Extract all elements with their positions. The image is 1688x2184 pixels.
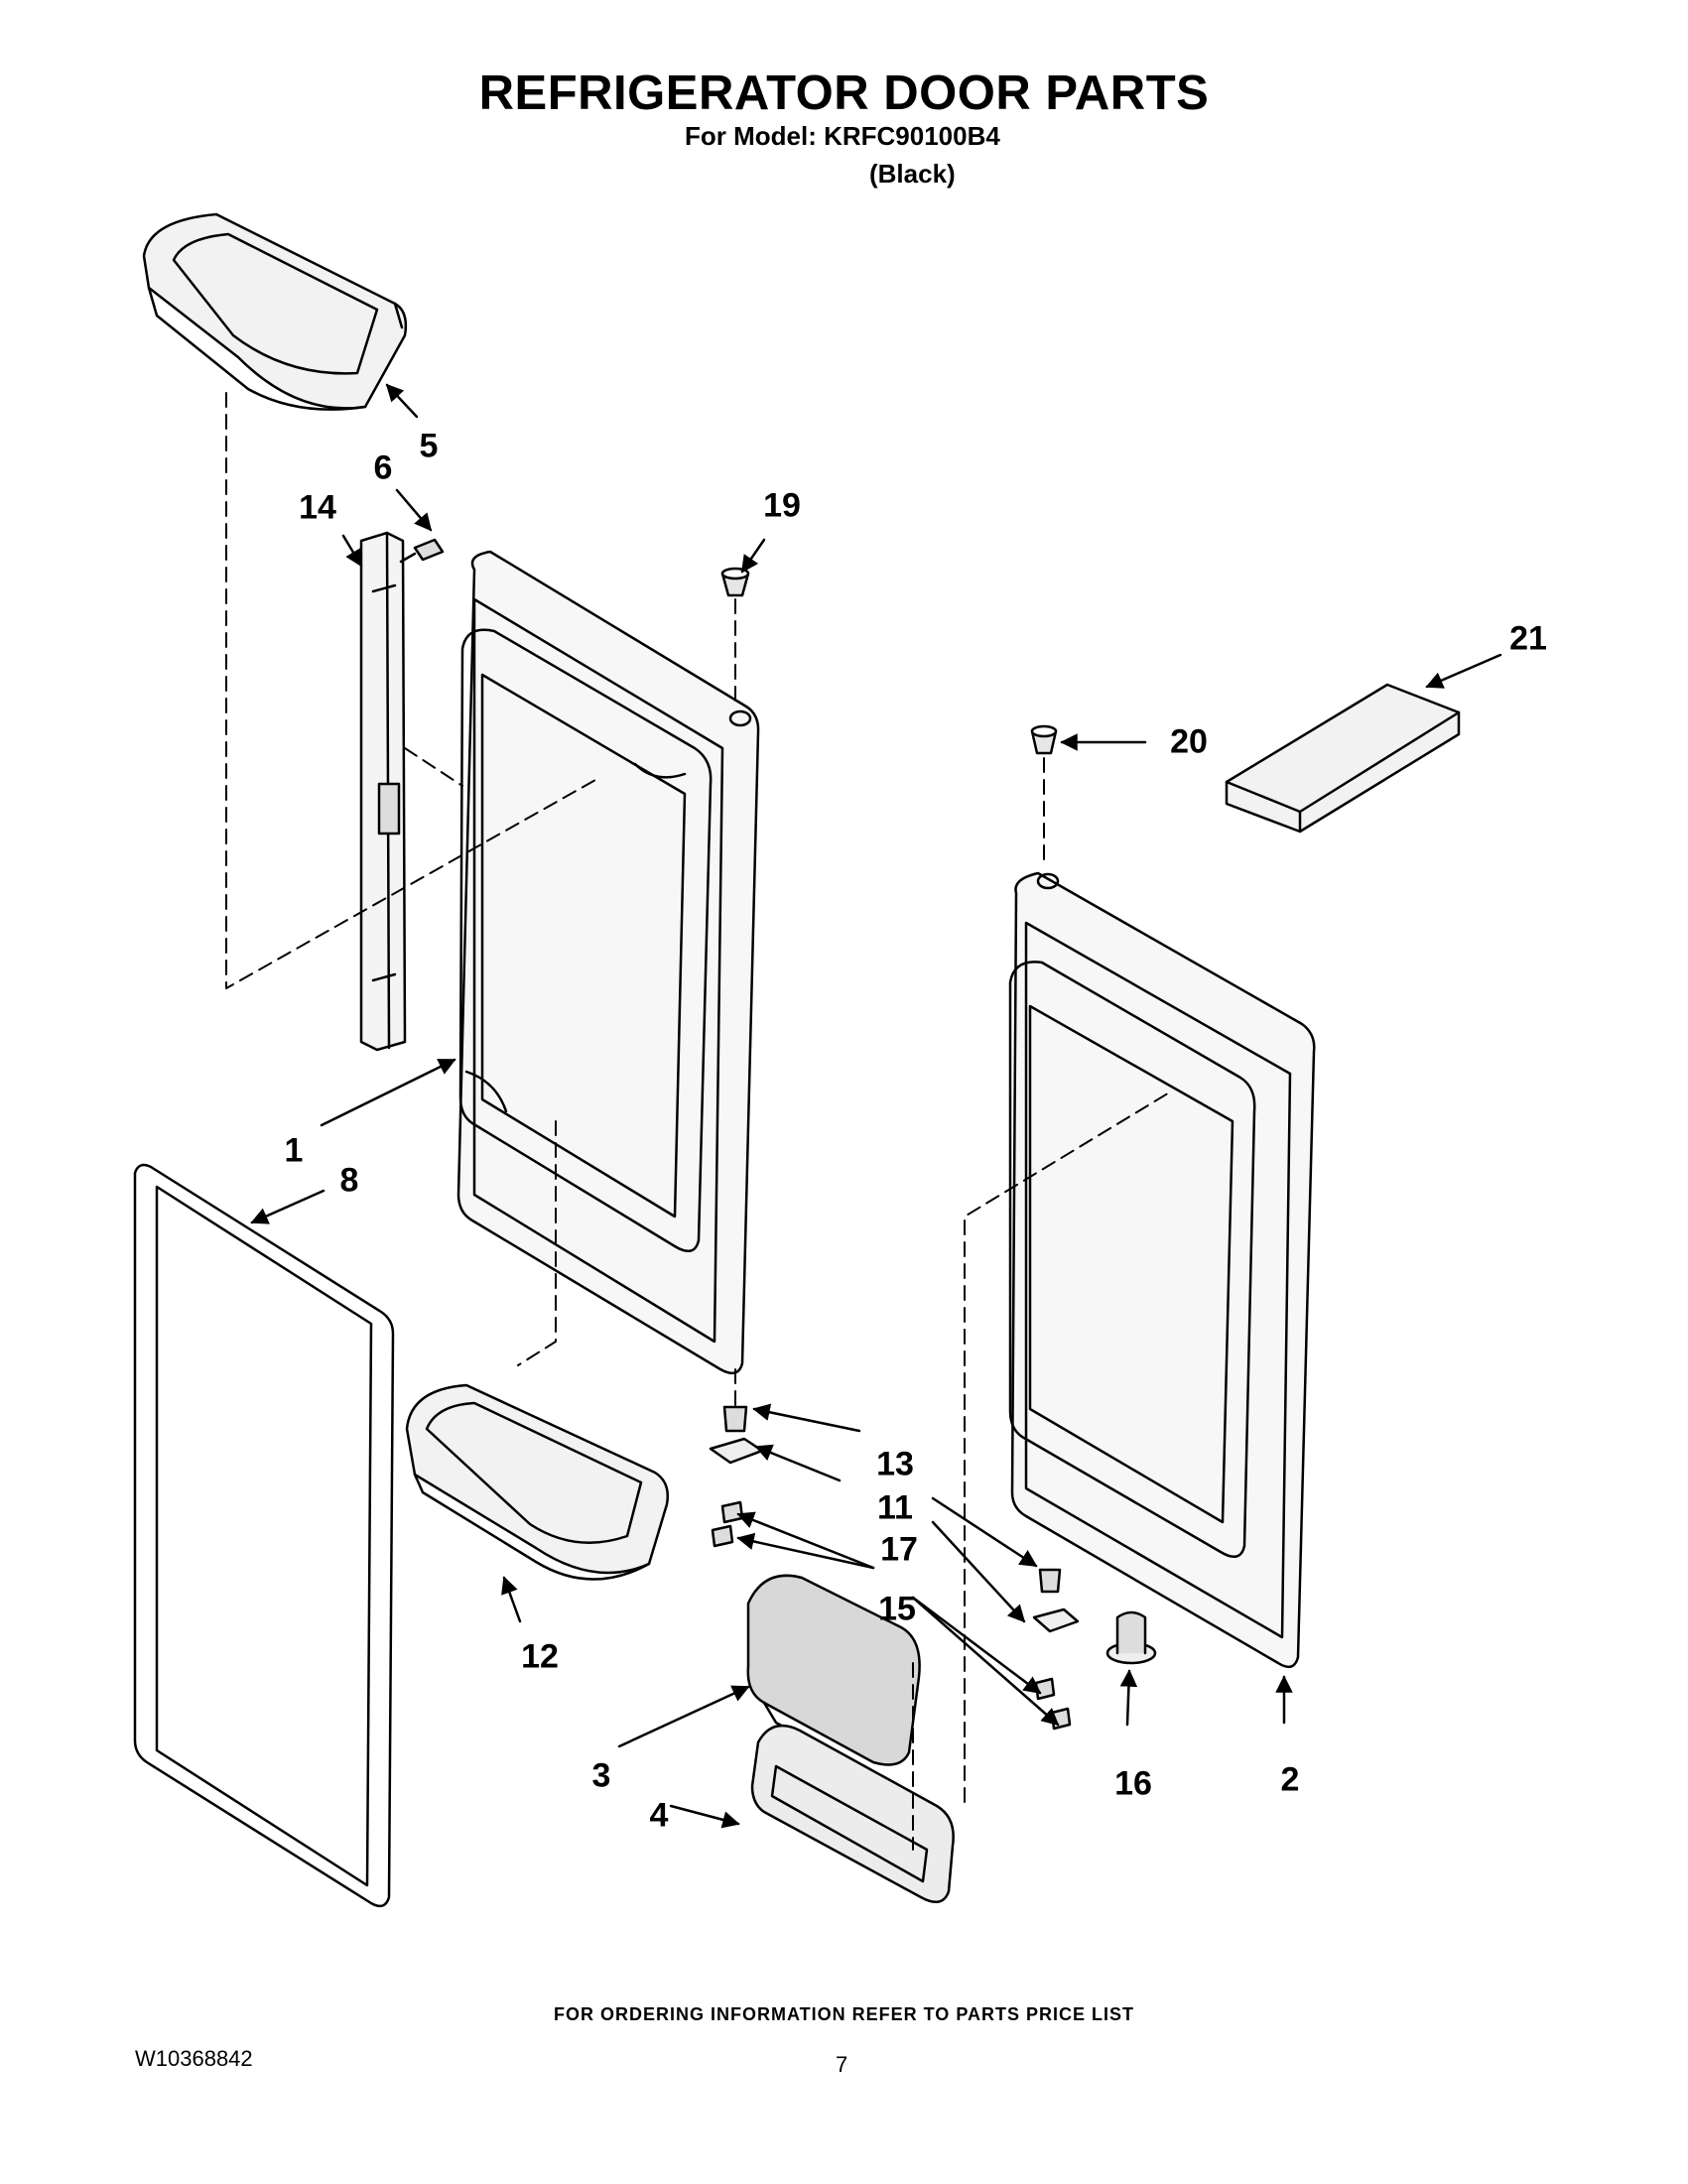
bushing-part-20: [1030, 724, 1058, 755]
callout-16: 16: [1114, 1764, 1152, 1803]
leader-lines: [250, 383, 1502, 1829]
page-number: 7: [836, 2052, 848, 2077]
door-bin-lower: [405, 1383, 669, 1581]
callout-11: 11: [877, 1488, 913, 1527]
callout-6: 6: [373, 449, 393, 487]
callout-13: 13: [876, 1445, 914, 1483]
door-trim-strip: [359, 531, 407, 1052]
callout-8: 8: [339, 1161, 359, 1200]
screw-part-6: [399, 538, 445, 564]
callout-2: 2: [1280, 1760, 1300, 1799]
callout-19: 19: [763, 486, 801, 525]
alignment-lines: [225, 392, 1172, 1851]
color-line: (Black): [869, 159, 956, 189]
callout-20: 20: [1170, 722, 1208, 761]
callout-14: 14: [299, 488, 336, 527]
left-door: [456, 550, 760, 1375]
model-line: For Model: KRFC90100B4: [685, 121, 1000, 151]
callout-4: 4: [649, 1796, 669, 1835]
callout-21: 21: [1509, 619, 1547, 658]
dairy-bin: [1225, 683, 1461, 834]
callout-3: 3: [591, 1756, 611, 1795]
page-title: REFRIGERATOR DOOR PARTS: [478, 66, 1210, 120]
document-number: W10368842: [135, 2046, 253, 2071]
callout-12: 12: [521, 1637, 559, 1676]
door-gasket: [133, 1163, 395, 1908]
hinge-pin: [1105, 1610, 1157, 1665]
dispenser-tray: [750, 1724, 955, 1904]
callout-1: 1: [284, 1131, 304, 1170]
door-bin-top: [142, 212, 408, 411]
callout-17: 17: [880, 1530, 918, 1569]
right-door: [1008, 871, 1316, 1669]
bushing-part-19: [720, 567, 750, 597]
ordering-note: FOR ORDERING INFORMATION REFER TO PARTS …: [553, 2004, 1134, 2024]
callout-15: 15: [878, 1590, 916, 1628]
callout-5: 5: [419, 427, 439, 465]
